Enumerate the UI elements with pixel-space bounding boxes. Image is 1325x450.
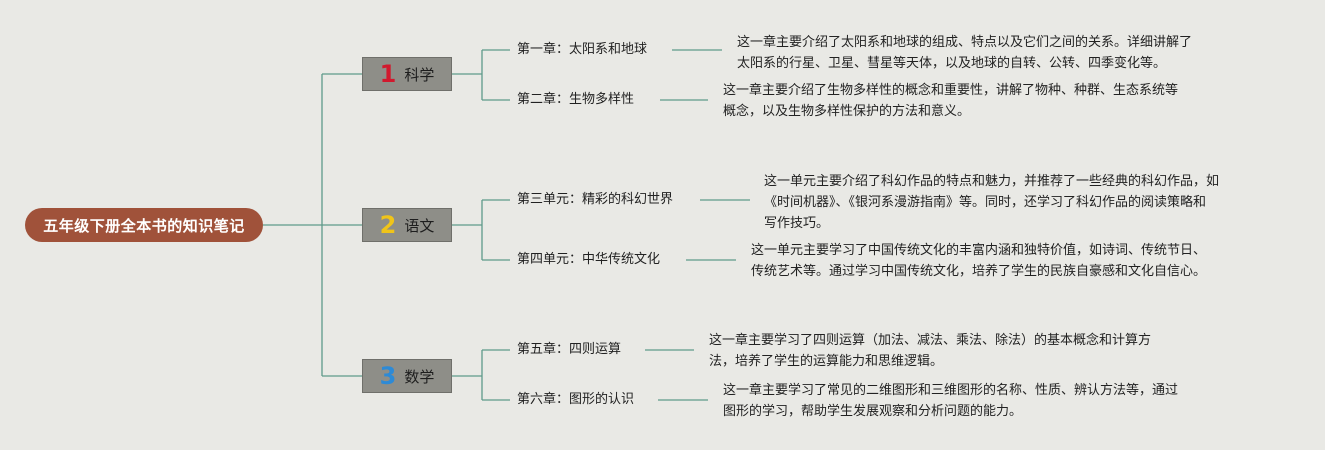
subject-label: 语文: [404, 216, 435, 235]
chapter-4-title[interactable]: 第四单元：中华传统文化: [517, 252, 661, 267]
chapter-2-title[interactable]: 第二章：生物多样性: [517, 92, 635, 107]
chapter-3-description: 这一单元主要介绍了科幻作品的特点和魅力，并推荐了一些经典的科幻作品，如 《时间机…: [764, 174, 1220, 231]
chapter-5-title[interactable]: 第五章：四则运算: [517, 342, 622, 357]
subject-chinese[interactable]: 2 语文: [362, 208, 452, 242]
subject-number-1: 1: [379, 60, 397, 88]
chapter-4-description: 这一单元主要学习了中国传统文化的丰富内涵和独特价值，如诗词、传统节日、 传统艺术…: [751, 243, 1207, 279]
chapter-1-description: 这一章主要介绍了太阳系和地球的组成、特点以及它们之间的关系。详细讲解了 太阳系的…: [737, 35, 1193, 71]
subject-label: 数学: [404, 367, 435, 386]
subject-math[interactable]: 3 数学: [362, 359, 452, 393]
chapter-branch-science: [452, 49, 510, 101]
subject-number-2: 2: [379, 211, 397, 239]
subject-science[interactable]: 1 科学: [362, 57, 452, 91]
subject-label: 科学: [404, 65, 435, 84]
chapter-branch-chinese: [452, 199, 510, 261]
subject-number-3: 3: [379, 362, 397, 390]
chapter-5-description: 这一章主要学习了四则运算（加法、减法、乘法、除法）的基本概念和计算方 法，培养了…: [709, 333, 1152, 369]
chapter-3-title[interactable]: 第三单元：精彩的科幻世界: [517, 192, 674, 207]
chapter-6-title[interactable]: 第六章：图形的认识: [517, 392, 635, 407]
chapter-branch-math: [452, 349, 510, 401]
chapter-2-description: 这一章主要介绍了生物多样性的概念和重要性，讲解了物种、种群、生态系统等 概念，以…: [723, 83, 1179, 119]
root-topic[interactable]: 五年级下册全本书的知识笔记: [25, 208, 263, 242]
chapter-6-description: 这一章主要学习了常见的二维图形和三维图形的名称、性质、辨认方法等，通过 图形的学…: [723, 383, 1179, 419]
chapter-1-title[interactable]: 第一章：太阳系和地球: [517, 42, 648, 57]
